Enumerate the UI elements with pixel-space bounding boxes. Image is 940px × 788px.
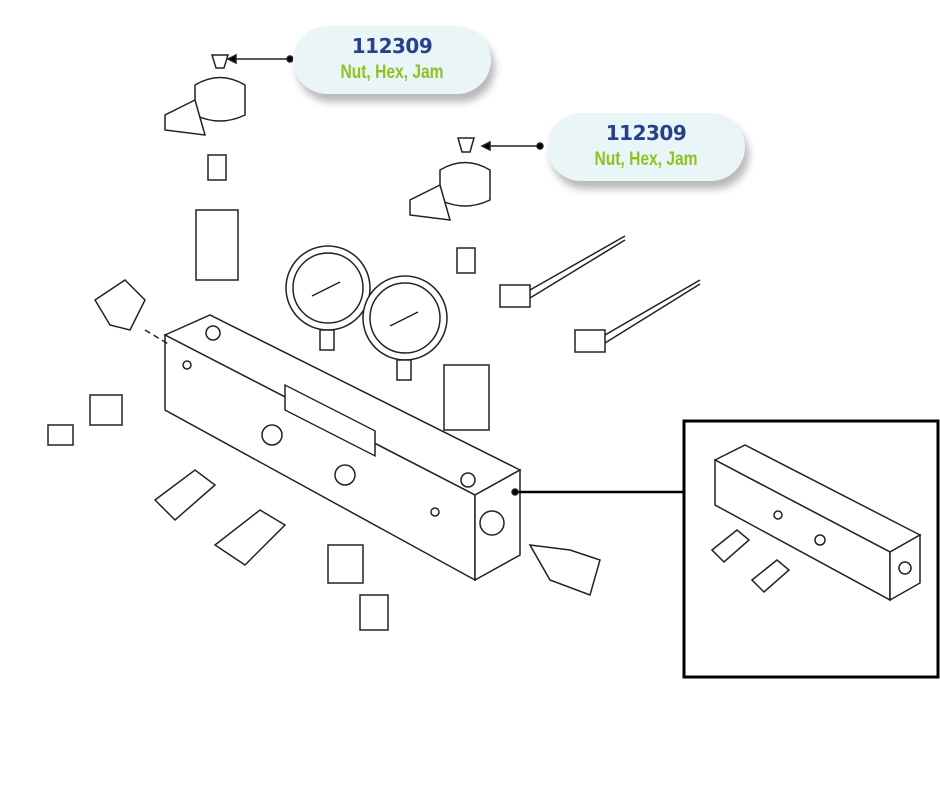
part-callout-1: 112309 Nut, Hex, Jam	[293, 26, 491, 94]
probe-1	[499, 235, 626, 308]
handle-knob-1	[164, 54, 246, 281]
part-number: 112309	[605, 121, 687, 145]
leader-arrow-2	[480, 140, 544, 152]
leader-arrow-1	[226, 53, 294, 65]
fittings	[47, 279, 684, 631]
pressure-gauge-2	[362, 275, 448, 381]
part-description: Nut, Hex, Jam	[340, 62, 444, 83]
pressure-gauge-1	[285, 245, 371, 351]
manifold-block	[163, 314, 522, 582]
inset-detail	[682, 419, 940, 679]
part-number: 112309	[351, 34, 433, 58]
part-description: Nut, Hex, Jam	[594, 149, 698, 170]
handle-knob-2	[409, 137, 491, 431]
probe-2	[574, 279, 701, 353]
part-callout-2: 112309 Nut, Hex, Jam	[547, 113, 745, 181]
